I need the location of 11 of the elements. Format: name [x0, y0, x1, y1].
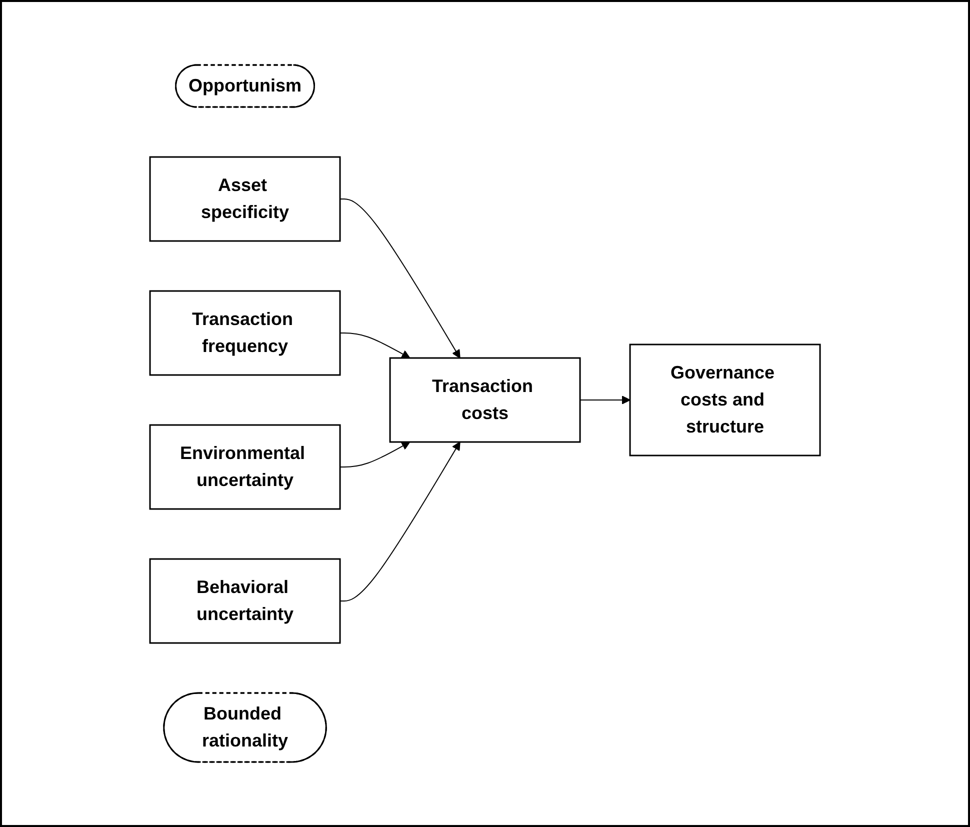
arrow: [580, 396, 630, 404]
arrow: [340, 332, 410, 358]
node-box: Behavioral uncertainty: [149, 558, 341, 644]
node-box: Environmental uncertainty: [149, 424, 341, 510]
arrow: [340, 442, 460, 602]
node-box: Governance costs and structure: [629, 344, 821, 456]
arrow: [340, 198, 460, 358]
node-box: Transaction costs: [389, 357, 581, 443]
node-box: Transaction frequency: [149, 290, 341, 376]
node-box: Asset specificity: [149, 156, 341, 242]
arrow: [340, 442, 410, 468]
